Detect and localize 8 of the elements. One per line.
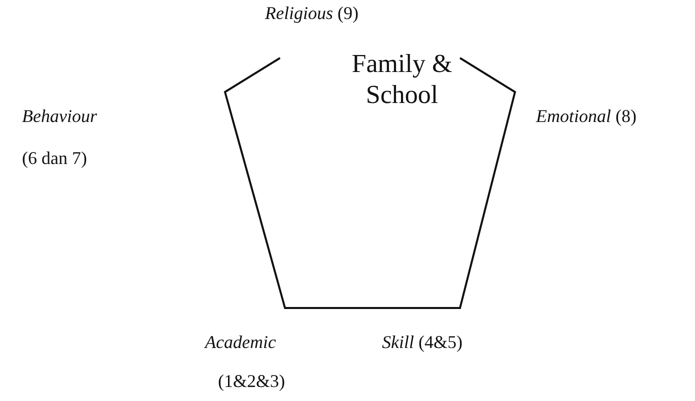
dimension-label: Academic [205,332,276,353]
dimension-label: (1&2&3) [218,371,285,392]
dimension-label: Behaviour [22,106,97,127]
dimension-label: Emotional (8) [536,106,636,127]
dimension-label: (6 dan 7) [22,148,87,169]
dimension-label: Skill (4&5) [382,332,462,353]
dimension-label: Religious (9) [265,3,358,24]
node-label: Family & School [350,48,454,110]
